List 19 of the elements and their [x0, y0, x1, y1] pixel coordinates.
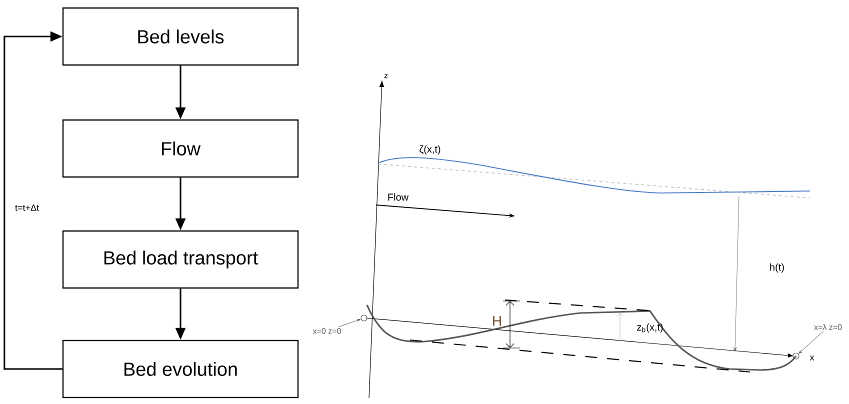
coordinate-note: x=0 z=0 [312, 328, 341, 334]
leader-line [338, 319, 360, 328]
arrow [4, 31, 62, 370]
point-marker [792, 352, 800, 360]
process-box: Flow [62, 119, 299, 178]
process-box: Bed load transport [62, 230, 299, 289]
depth-label: h(t) [768, 262, 786, 274]
axis-label: x [810, 356, 814, 360]
coordinate-note: x=λ z=0 [814, 324, 842, 330]
axis-label: z [384, 74, 388, 78]
height-label: H [493, 316, 501, 326]
process-box: Bed evolution [62, 340, 299, 398]
edge-label: t=t+Δt [14, 204, 40, 212]
process-box: Bed levels [62, 7, 299, 66]
flow-label: Flow [388, 193, 409, 201]
leader-line [798, 330, 824, 354]
bed-label: z$_{b}$(x,t) [637, 323, 663, 333]
point-marker [360, 314, 368, 322]
surface-label: ζ(x,t) [420, 145, 440, 155]
